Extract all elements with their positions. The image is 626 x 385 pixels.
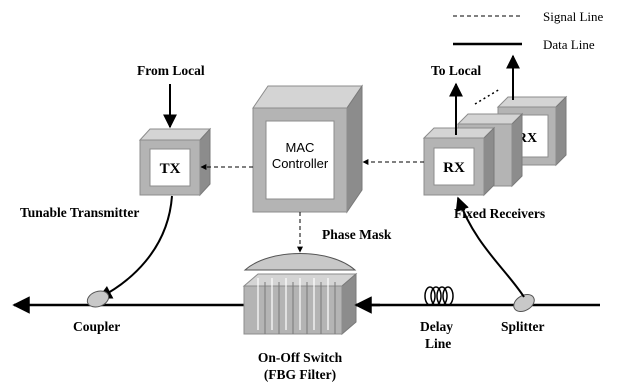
coupler-icon (86, 290, 110, 308)
mac-label-line1: MAC (286, 140, 315, 155)
tx-to-coupler-curve (97, 195, 173, 299)
legend-signal-line-label: Signal Line (543, 9, 604, 24)
rx-front-box: RX (422, 126, 496, 197)
tx-label: TX (160, 161, 181, 177)
delay-line-coil-icon (424, 286, 454, 306)
to-local-label: To Local (431, 63, 481, 78)
delay-line-label-line2: Line (425, 336, 451, 351)
fbg-filter-stack (242, 272, 358, 336)
phase-mask-icon (243, 253, 357, 271)
from-local-label: From Local (137, 63, 205, 78)
tunable-transmitter-label: Tunable Transmitter (20, 205, 139, 220)
switch-label-line2: (FBG Filter) (264, 367, 336, 382)
rx-front-label: RX (443, 160, 465, 176)
phase-mask-label: Phase Mask (322, 227, 392, 242)
switch-label-line1: On-Off Switch (258, 350, 343, 365)
rx-ellipsis-dots (474, 88, 501, 105)
splitter-to-rx-curve (455, 196, 525, 298)
coupler-label: Coupler (73, 319, 120, 334)
tx-box: TX (138, 127, 212, 197)
mac-controller-box: MAC Controller (252, 84, 363, 214)
delay-line-label-line1: Delay (420, 319, 453, 334)
mac-label-line2: Controller (272, 156, 329, 171)
fixed-receivers-label: Fixed Receivers (454, 206, 545, 221)
splitter-label: Splitter (501, 319, 545, 334)
legend-data-line-label: Data Line (543, 37, 595, 52)
legend: Signal Line Data Line (453, 9, 604, 52)
splitter-icon (513, 293, 535, 313)
